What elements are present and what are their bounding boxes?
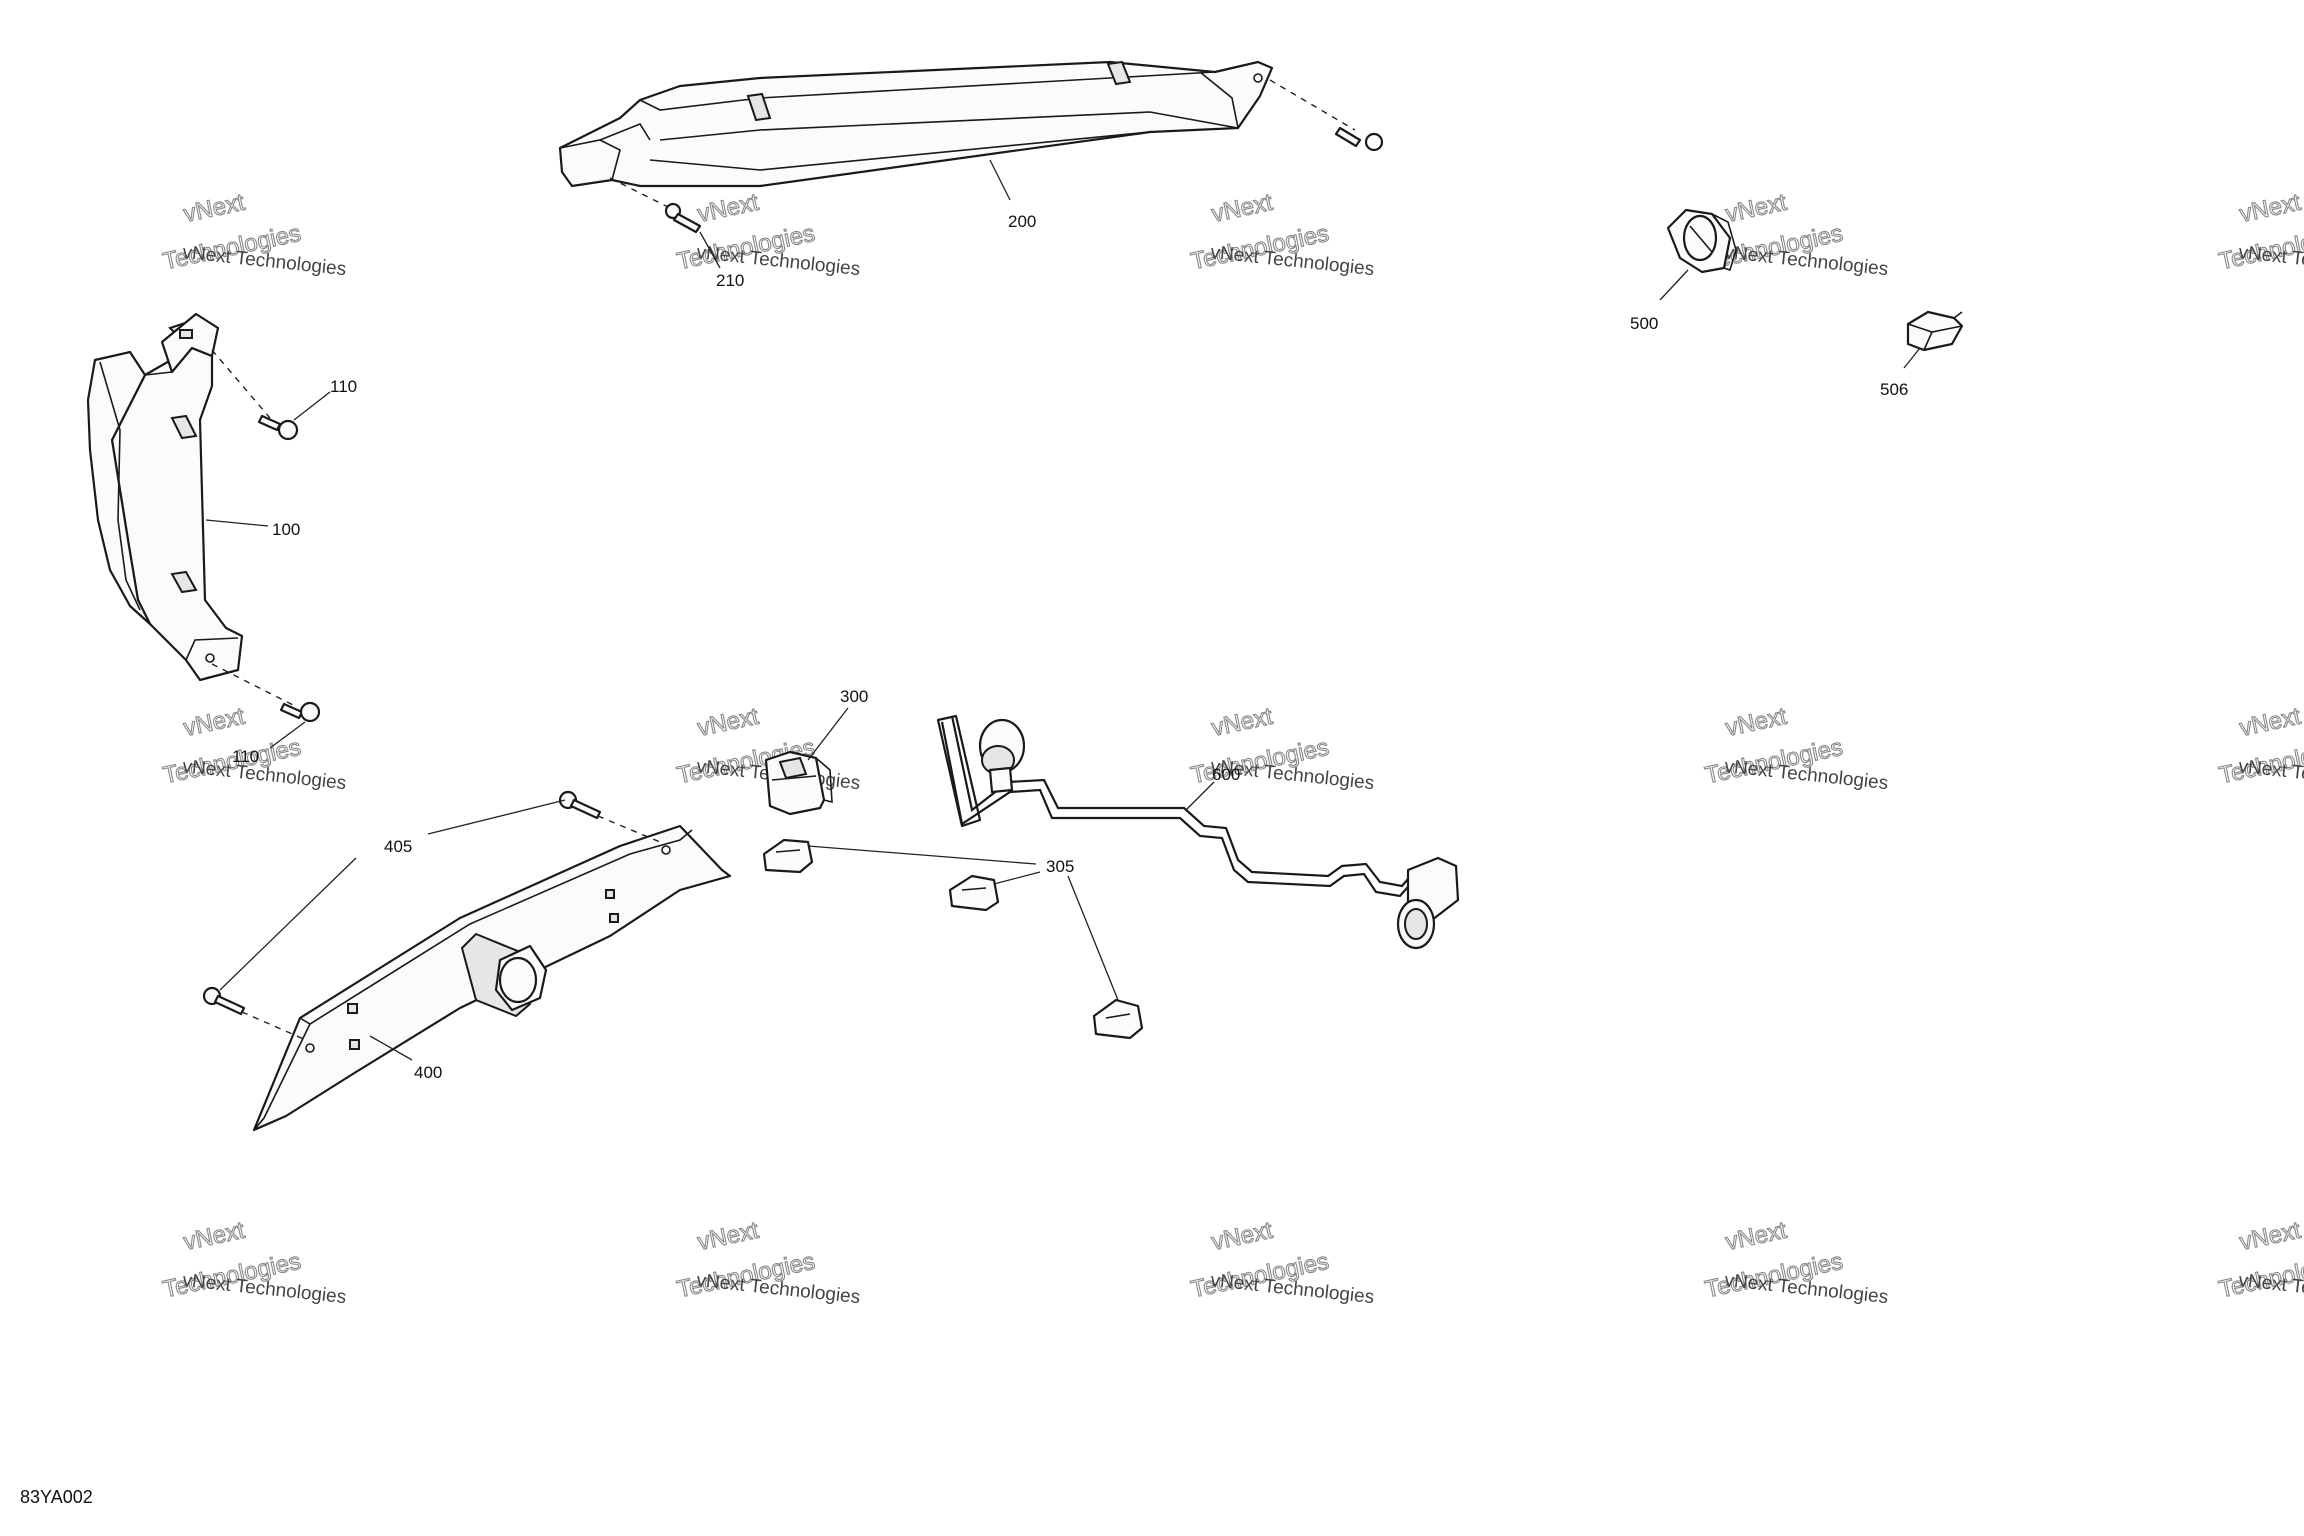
- watermark-brand: vNext: [1209, 703, 1275, 742]
- leader-300: [807, 707, 849, 761]
- screw-405-left[interactable]: [202, 986, 307, 1041]
- leader-305-b: [993, 871, 1041, 885]
- callout-600[interactable]: 600: [1212, 765, 1240, 784]
- leader-506: [1903, 347, 1921, 369]
- part-600-harness[interactable]: [936, 714, 1460, 950]
- screw-110-top[interactable]: [211, 349, 331, 441]
- watermark-text: vNext Technologies: [2237, 1270, 2304, 1308]
- screw-110-bottom[interactable]: [211, 663, 321, 749]
- watermark-brand: vNext: [2237, 189, 2303, 228]
- screw-210[interactable]: [609, 177, 721, 269]
- callout-305[interactable]: 305: [1046, 857, 1074, 876]
- part-500-socket[interactable]: [1666, 208, 1737, 274]
- watermark-brand: vNext: [1723, 703, 1789, 742]
- callout-300[interactable]: 300: [840, 687, 868, 706]
- callout-110-top[interactable]: 110: [330, 377, 357, 396]
- watermark-brand: vNext: [181, 1217, 247, 1256]
- leader-600: [1185, 781, 1215, 811]
- leader-400: [369, 1035, 413, 1061]
- watermark-brand: vNext: [181, 189, 247, 228]
- part-200-top-panel[interactable]: [558, 60, 1274, 188]
- watermark-brand: vNext: [1723, 189, 1789, 228]
- callout-400[interactable]: 400: [414, 1063, 442, 1082]
- watermark-brand: vNext: [1209, 189, 1275, 228]
- part-305-clip-c[interactable]: [1092, 998, 1144, 1040]
- screw-405-right[interactable]: [558, 790, 661, 843]
- part-506-clip[interactable]: [1906, 310, 1964, 352]
- watermark-brand: vNext: [1723, 1217, 1789, 1256]
- leader-500: [1659, 269, 1689, 301]
- part-400-lower-bar[interactable]: [252, 824, 732, 1132]
- watermark-brand: vNext: [2237, 703, 2303, 742]
- part-305-clip-b[interactable]: [948, 874, 1000, 912]
- leader-405-a: [427, 799, 566, 835]
- part-100-left-panel[interactable]: [86, 312, 244, 682]
- figure-id: 83YA002: [20, 1487, 93, 1507]
- callout-200[interactable]: 200: [1008, 212, 1036, 231]
- watermark-brand: vNext: [2237, 1217, 2303, 1256]
- watermark-text: vNext Technologies: [2237, 242, 2304, 280]
- leader-305-c: [1067, 875, 1119, 1001]
- callout-500[interactable]: 500: [1630, 314, 1658, 333]
- leader-200: [989, 159, 1011, 201]
- callout-506[interactable]: 506: [1880, 380, 1908, 399]
- watermark-text: vNext Technologies: [2237, 756, 2304, 794]
- leader-405-b: [219, 857, 357, 991]
- watermark-brand: vNext: [695, 189, 761, 228]
- callout-405[interactable]: 405: [384, 837, 412, 856]
- watermark-brand: vNext: [181, 703, 247, 742]
- callout-100[interactable]: 100: [272, 520, 300, 539]
- callout-110-bottom[interactable]: 110: [232, 747, 259, 766]
- watermark-brand: vNext: [695, 703, 761, 742]
- part-300-socket[interactable]: [764, 750, 833, 816]
- part-305-clip-a[interactable]: [762, 838, 814, 874]
- screw-200-right[interactable]: [1269, 79, 1384, 152]
- callout-210[interactable]: 210: [716, 271, 744, 290]
- watermark-brand: vNext: [1209, 1217, 1275, 1256]
- leader-100: [205, 519, 269, 527]
- watermark-brand: vNext: [695, 1217, 761, 1256]
- leader-305-a: [807, 845, 1037, 865]
